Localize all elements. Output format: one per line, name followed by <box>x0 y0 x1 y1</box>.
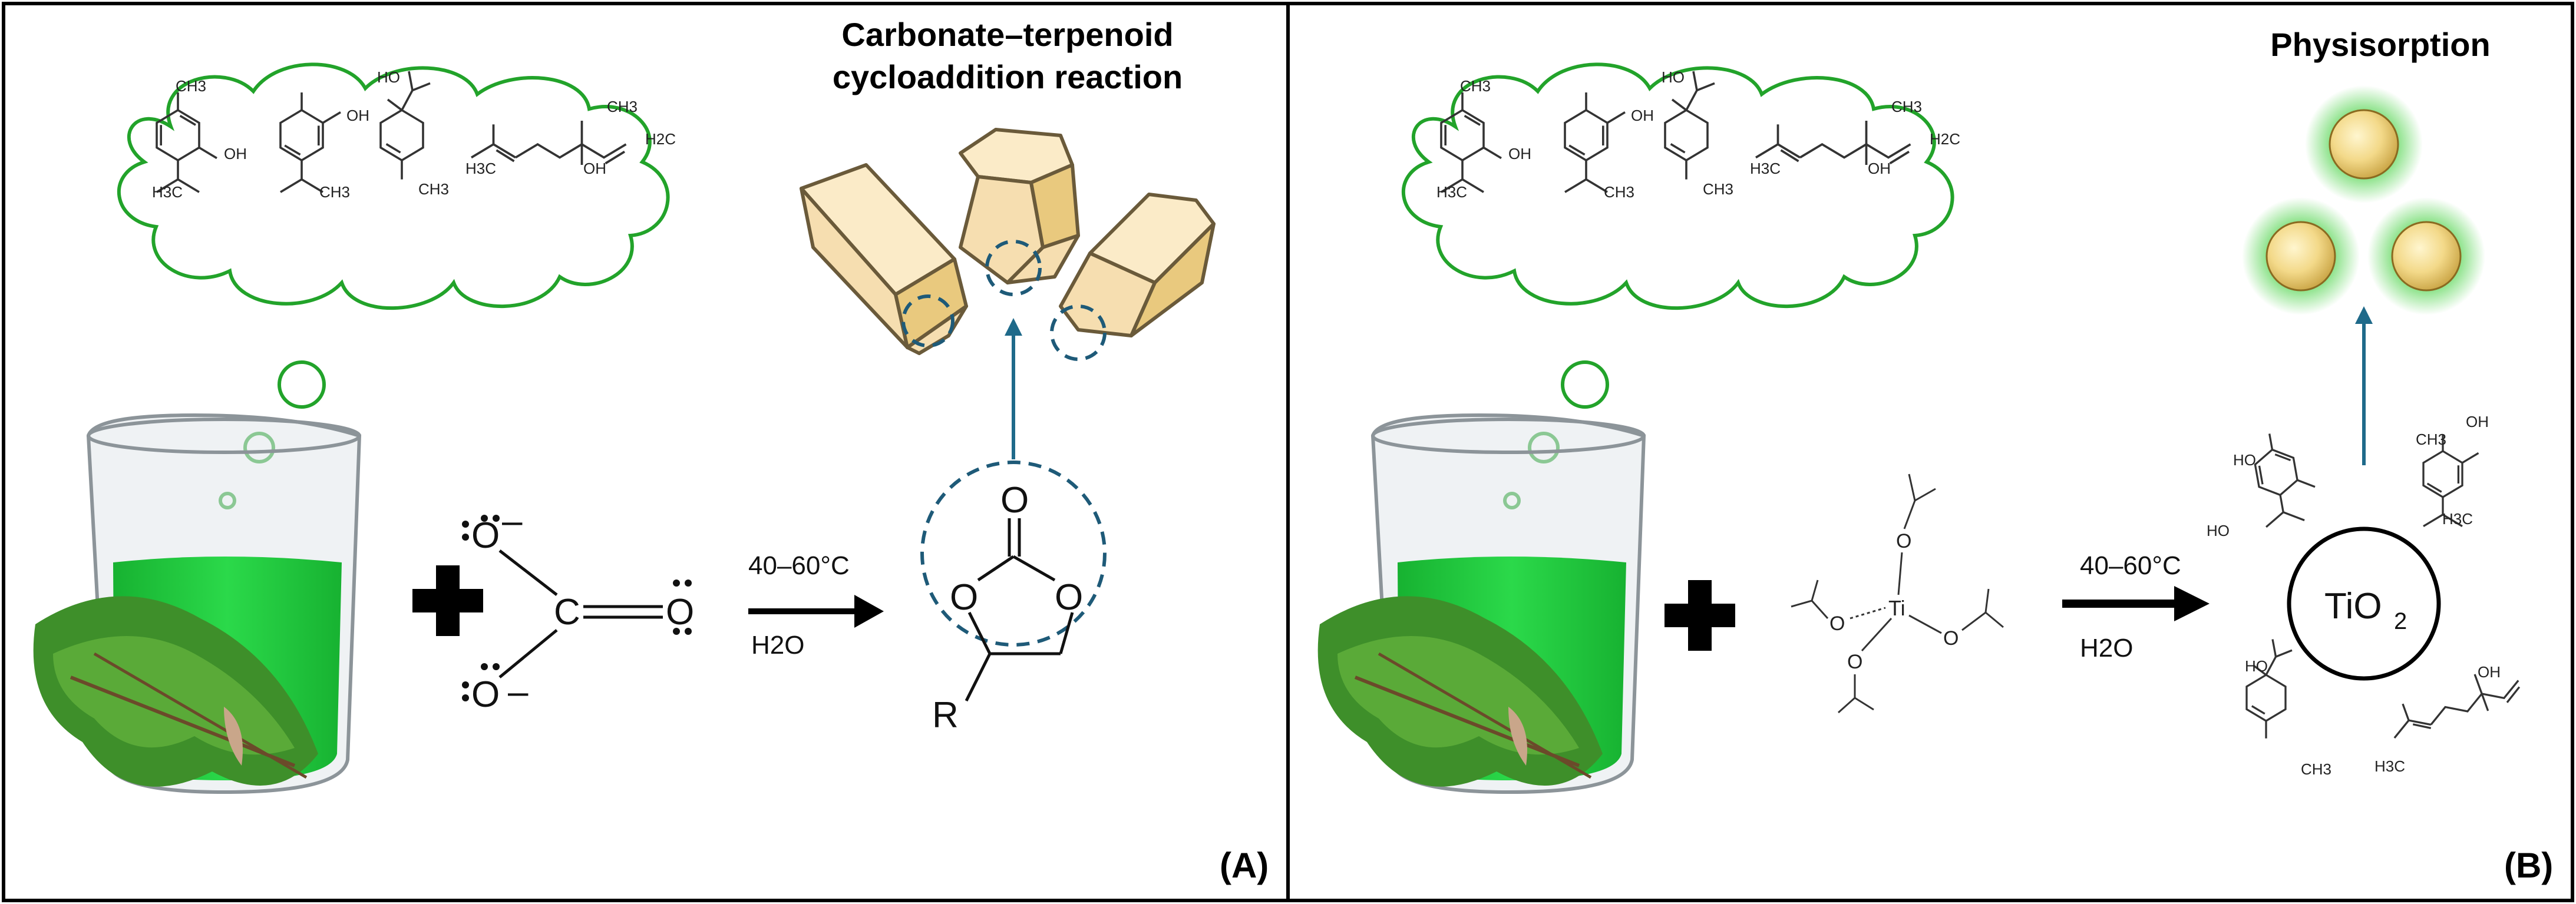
plus-sign <box>1665 580 1735 651</box>
label-h3c: H3C <box>2442 510 2473 528</box>
cyclic-r-group: R <box>932 695 959 736</box>
sphere-left <box>2265 221 2336 292</box>
label-h2c: H2C <box>645 130 676 148</box>
label-ch3: CH3 <box>2416 431 2446 448</box>
label-ho: HO <box>2245 657 2268 675</box>
label-oh: OH <box>583 160 606 177</box>
carbonate-charge-top: – <box>502 501 523 541</box>
o-atom-left: O <box>1829 612 1845 635</box>
carbonate-o-top: O <box>471 515 500 556</box>
panel-b-reaction-arrow <box>2062 586 2210 621</box>
panel-a-title-line1: Carbonate–terpenoid <box>841 16 1173 53</box>
cyclic-o-top: O <box>1000 480 1029 521</box>
tio2-particle: TiO 2 <box>2287 526 2441 681</box>
thought-bubble-large <box>1561 360 1609 409</box>
carbonate-ion: O – C O O – <box>462 501 694 715</box>
panel-a-temp-condition: 40–60°C <box>748 551 850 580</box>
adsorbed-linalool <box>2382 660 2526 746</box>
panel-b-title: Physisorption <box>2270 26 2490 63</box>
thought-bubble-large <box>278 360 326 409</box>
label-ch3: CH3 <box>319 183 350 201</box>
label-ch3: CH3 <box>1604 183 1634 201</box>
panel-b-label: (B) <box>2504 846 2553 885</box>
label-ch3: CH3 <box>418 180 449 198</box>
panel-a-label: (A) <box>1220 846 1269 885</box>
adsorbed-spheres <box>2242 85 2485 315</box>
adsorbed-thymol <box>2249 426 2321 528</box>
cyclic-o-left: O <box>950 577 978 618</box>
o-atom-right: O <box>1943 627 1959 650</box>
label-ch3: CH3 <box>2301 760 2331 778</box>
label-h3c: H3C <box>1750 160 1781 177</box>
plus-sign <box>412 565 483 636</box>
label-ch3: CH3 <box>1703 180 1733 198</box>
label-h2c: H2C <box>1930 130 1960 148</box>
sphere-top <box>2329 109 2399 180</box>
label-h3c: H3C <box>2374 757 2405 775</box>
label-oh: OH <box>1868 160 1891 177</box>
panel-a-solvent-condition: H2O <box>751 631 804 660</box>
label-ho: HO <box>377 68 400 86</box>
tio2-subscript: 2 <box>2394 608 2407 634</box>
sphere-right <box>2391 221 2462 292</box>
cyclic-carbonate: O O O R <box>920 461 1107 736</box>
label-oh: OH <box>1508 145 1531 163</box>
herb-bundle <box>1317 596 1603 787</box>
label-ch3: CH3 <box>1891 98 1922 115</box>
carbonate-charge-bottom: – <box>508 671 529 712</box>
tio2-label: TiO <box>2324 586 2382 627</box>
label-oh: OH <box>224 145 247 163</box>
crystal-left <box>800 163 968 355</box>
titanium-isopropoxide: Ti O O O O <box>1791 473 2004 714</box>
crystal-middle <box>959 128 1080 296</box>
o-atom-top: O <box>1896 530 1911 552</box>
adsorbed-terpineol <box>2245 638 2293 740</box>
label-ho: HO <box>2233 451 2256 469</box>
panel-b-temp-condition: 40–60°C <box>2080 551 2181 580</box>
ti-atom: Ti <box>1888 596 1905 620</box>
crystal-right <box>1050 193 1216 361</box>
cyclic-o-right: O <box>1055 577 1083 618</box>
label-oh: OH <box>1631 107 1654 124</box>
panel-a-title-line2: cycloaddition reaction <box>833 58 1183 95</box>
panel-b-solvent-condition: H2O <box>2080 634 2133 663</box>
thought-cloud-b: CH3 OH H3C CH3 OH HO CH3 H3C CH3 OH H2C <box>1403 64 1960 308</box>
o-atom-bottom: O <box>1847 651 1862 673</box>
label-h3c: H3C <box>152 183 183 201</box>
label-oh: OH <box>346 107 369 124</box>
label-oh: OH <box>2478 663 2501 681</box>
label-ho: HO <box>2207 522 2230 539</box>
label-h3c: H3C <box>1436 183 1467 201</box>
carbonate-carbon: C <box>554 592 580 633</box>
label-ch3: CH3 <box>1460 77 1491 95</box>
thought-cloud: CH3 OH H3C CH3 OH HO CH3 H3C CH3 OH H2C <box>119 64 676 308</box>
label-ch3: CH3 <box>176 77 206 95</box>
panel-b: Physisorption CH3 OH H3C CH3 OH HO CH3 H… <box>1317 26 2553 885</box>
label-oh: OH <box>2466 413 2489 431</box>
carbonate-o-bottom: O <box>471 674 500 715</box>
label-h3c: H3C <box>465 160 496 177</box>
herb-bundle <box>33 596 318 787</box>
carbonate-o-right: O <box>666 592 694 633</box>
panel-b-frame <box>1286 2 2574 902</box>
label-ch3: CH3 <box>607 98 638 115</box>
panel-a-reaction-arrow <box>748 595 884 628</box>
label-ho: HO <box>1662 68 1685 86</box>
panel-a: Carbonate–terpenoid cycloaddition reacti… <box>33 16 1269 885</box>
